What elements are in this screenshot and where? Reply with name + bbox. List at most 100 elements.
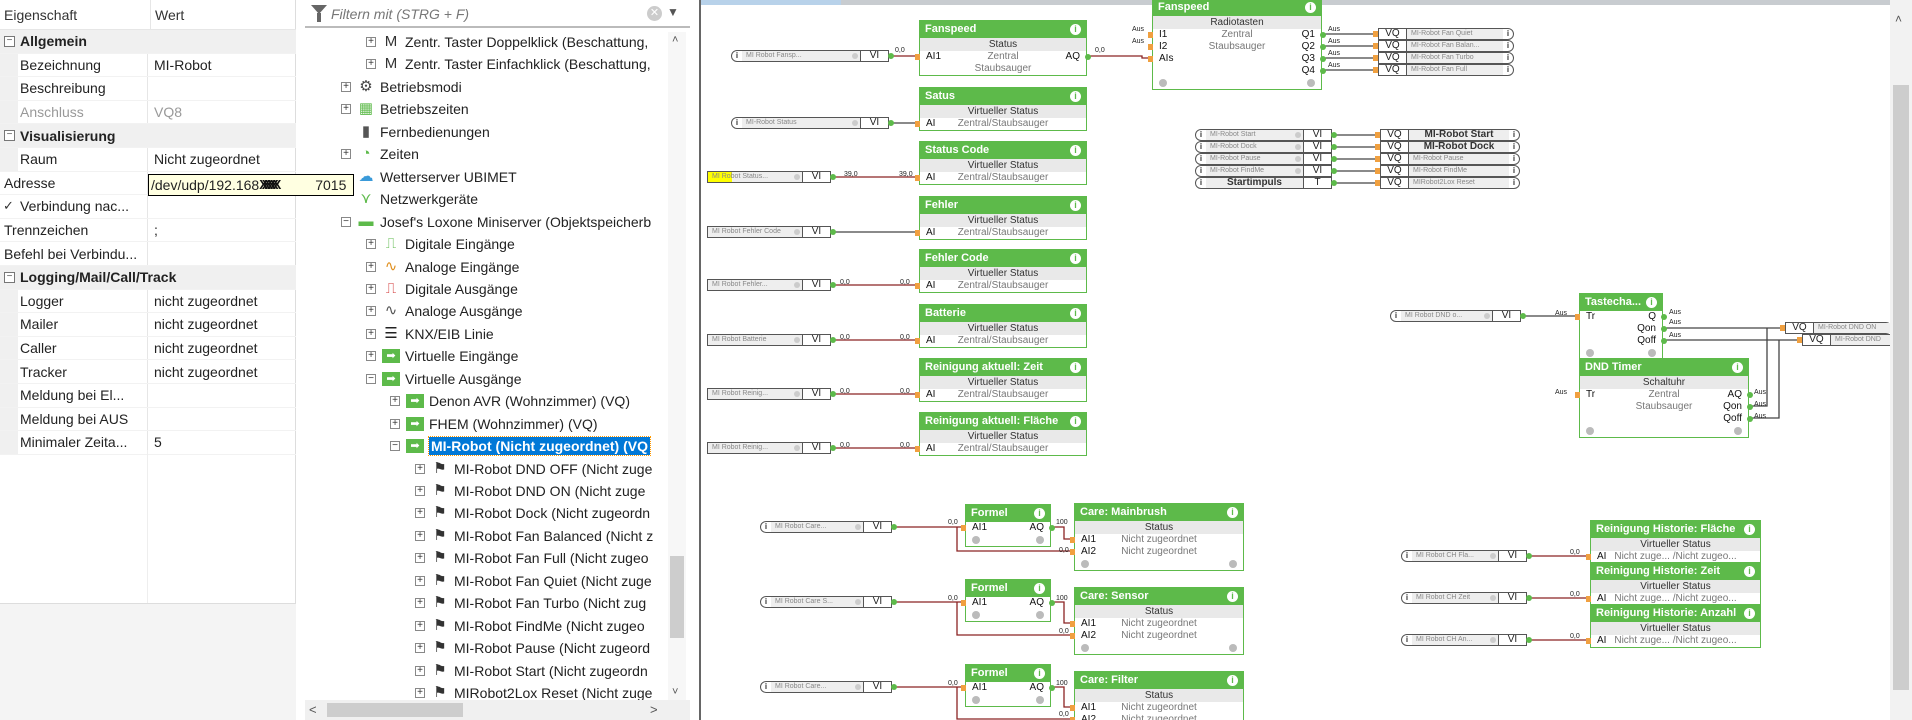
input-pin[interactable] bbox=[915, 446, 920, 452]
input-pin[interactable] bbox=[1375, 144, 1380, 150]
tree-item[interactable]: +⚑MIRobot2Lox Reset (Nicht zuge bbox=[305, 682, 668, 704]
input-pin[interactable] bbox=[915, 230, 920, 236]
wire[interactable] bbox=[956, 527, 1074, 552]
tree-item[interactable]: +⚑MI-Robot DND ON (Nicht zuge bbox=[305, 480, 668, 502]
input-pin[interactable] bbox=[1373, 67, 1378, 73]
filter-input[interactable]: Filtern mit (STRG + F) bbox=[331, 6, 470, 22]
input-pin[interactable] bbox=[1797, 337, 1802, 343]
collapse-icon[interactable]: − bbox=[4, 272, 15, 283]
input-pin[interactable] bbox=[915, 283, 920, 289]
virtual-input-reference[interactable]: MI Robot Reinig...VI bbox=[707, 388, 836, 400]
info-icon[interactable]: i bbox=[1744, 608, 1755, 619]
info-icon[interactable]: i bbox=[1070, 253, 1081, 264]
tree-item[interactable]: +⚙Betriebsmodi bbox=[305, 76, 668, 98]
info-icon[interactable]: i bbox=[1405, 551, 1409, 560]
expand-icon[interactable]: + bbox=[366, 261, 376, 272]
info-icon[interactable]: i bbox=[764, 522, 768, 531]
input-pin[interactable] bbox=[1575, 392, 1580, 398]
input-pin[interactable] bbox=[915, 392, 920, 398]
property-section[interactable]: −Allgemein bbox=[0, 30, 296, 54]
scroll-left-icon[interactable]: < bbox=[309, 702, 317, 717]
add-output-icon[interactable] bbox=[1648, 349, 1656, 357]
expand-icon[interactable]: + bbox=[366, 37, 376, 47]
info-icon[interactable]: i bbox=[1305, 2, 1316, 13]
tree-item[interactable]: +∿Analoge Ausgänge bbox=[305, 300, 668, 322]
output-pin[interactable] bbox=[830, 391, 836, 397]
info-icon[interactable]: i bbox=[1512, 178, 1516, 187]
info-icon[interactable]: i bbox=[1070, 362, 1081, 373]
filter-bar[interactable]: Filtern mit (STRG + F) ✕ ▼ bbox=[305, 0, 690, 28]
output-pin[interactable] bbox=[830, 337, 836, 343]
tree-item[interactable]: −▬Josef's Loxone Miniserver (Objektspeic… bbox=[305, 211, 668, 233]
property-row[interactable]: Meldung bei AUS bbox=[0, 407, 296, 432]
expand-icon[interactable]: + bbox=[341, 81, 351, 92]
add-output-icon[interactable] bbox=[1036, 536, 1044, 544]
add-input-icon[interactable] bbox=[1081, 644, 1089, 652]
expand-icon[interactable]: + bbox=[415, 643, 425, 654]
tree-item[interactable]: +⎍Digitale Ausgänge bbox=[305, 278, 668, 300]
wire[interactable] bbox=[1749, 340, 1780, 419]
input-pin[interactable] bbox=[1070, 537, 1075, 543]
input-pin[interactable] bbox=[915, 54, 920, 60]
input-pin[interactable] bbox=[1780, 325, 1785, 331]
expand-icon[interactable]: + bbox=[415, 553, 425, 564]
collapse-icon[interactable]: − bbox=[341, 216, 351, 227]
tree-item[interactable]: +∿Analoge Eingänge bbox=[305, 256, 668, 278]
tree-item[interactable]: +⚑MI-Robot Fan Quiet (Nicht zuge bbox=[305, 570, 668, 592]
input-pin[interactable] bbox=[1373, 55, 1378, 61]
output-pin[interactable] bbox=[1320, 68, 1326, 74]
input-pin[interactable] bbox=[1070, 633, 1075, 639]
wire[interactable] bbox=[1749, 328, 1768, 407]
info-icon[interactable]: i bbox=[1732, 362, 1743, 373]
tree-item[interactable]: +◔Zeiten bbox=[305, 143, 668, 165]
add-output-icon[interactable] bbox=[1036, 696, 1044, 704]
property-value[interactable]: VQ8 bbox=[154, 104, 183, 121]
scroll-right-icon[interactable]: > bbox=[650, 702, 658, 717]
expand-icon[interactable]: + bbox=[366, 239, 376, 250]
output-pin[interactable] bbox=[1331, 156, 1337, 162]
info-icon[interactable]: i bbox=[1506, 53, 1510, 62]
property-section[interactable]: −Visualisierung bbox=[0, 124, 296, 148]
input-pin[interactable] bbox=[1375, 180, 1380, 186]
property-row[interactable]: Beschreibung bbox=[0, 77, 296, 101]
wire[interactable] bbox=[1087, 55, 1152, 59]
active-page-tab[interactable] bbox=[701, 0, 841, 5]
output-pin[interactable] bbox=[1331, 132, 1337, 138]
input-pin[interactable] bbox=[1070, 705, 1075, 711]
tree-item[interactable]: +⚑MI-Robot FindMe (Nicht zugeo bbox=[305, 615, 668, 637]
property-row[interactable]: ✓Verbindung nac... bbox=[0, 195, 296, 219]
info-icon[interactable]: i bbox=[764, 597, 768, 606]
input-pin[interactable] bbox=[1070, 549, 1075, 555]
tree-item[interactable]: +➡Virtuelle Eingänge bbox=[305, 345, 668, 367]
expand-icon[interactable]: + bbox=[415, 530, 425, 541]
input-pin[interactable] bbox=[1148, 32, 1153, 38]
input-pin[interactable] bbox=[1586, 554, 1591, 560]
expand-icon[interactable]: + bbox=[366, 328, 376, 339]
wire[interactable] bbox=[1051, 686, 1074, 708]
expand-icon[interactable]: + bbox=[415, 620, 425, 631]
tree-item[interactable]: −➡MI-Robot (Nicht zugeordnet) (VQ bbox=[305, 435, 668, 457]
tree-item[interactable]: +⚑MI-Robot DND OFF (Nicht zuge bbox=[305, 458, 668, 480]
output-pin[interactable] bbox=[891, 599, 897, 605]
clear-filter-icon[interactable]: ✕ bbox=[647, 6, 662, 21]
output-pin[interactable] bbox=[891, 684, 897, 690]
output-pin[interactable] bbox=[1320, 32, 1326, 38]
expand-icon[interactable]: + bbox=[341, 104, 351, 115]
